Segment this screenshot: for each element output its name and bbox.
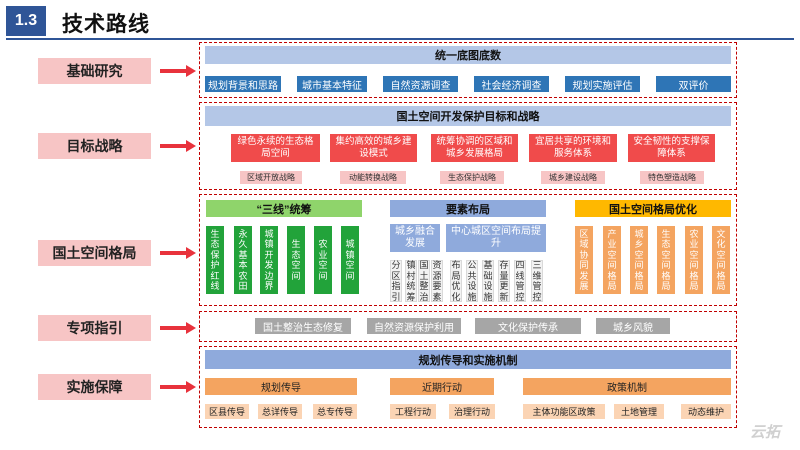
section-number: 1.3 [6, 6, 46, 36]
pattern-left-col: 永久基本农田 [234, 226, 252, 294]
pattern-left-col: 农业空间 [314, 226, 332, 294]
impl-group: 政策机制 [523, 378, 731, 395]
pattern-right-col: 文化空间格局 [712, 226, 730, 294]
pattern-mid-col: 公共设施 [466, 260, 478, 302]
basic-item: 自然资源调查 [383, 76, 458, 92]
goal-item: 统筹协调的区域和城乡发展格局 [431, 134, 518, 162]
impl-title: 规划传导和实施机制 [205, 350, 731, 369]
arrow-right-icon [160, 65, 196, 77]
pattern-mid-col: 基础设施 [482, 260, 494, 302]
pattern-mid-col: 四线管控 [514, 260, 526, 302]
arrow-right-icon [160, 381, 196, 393]
arrow-right-icon [160, 247, 196, 259]
page-title: 技术路线 [62, 13, 150, 36]
goal-tag: 动能转换战略 [340, 171, 406, 184]
goal-item: 集约高效的城乡建设模式 [330, 134, 417, 162]
pattern-mid-col: 国土整治 [418, 260, 430, 302]
special-item: 自然资源保护利用 [367, 318, 461, 334]
label-special-guidance: 专项指引 [38, 315, 151, 341]
impl-tag: 区县传导 [205, 404, 249, 419]
arrow-right-icon [160, 322, 196, 334]
pattern-right-col: 生态空间格局 [657, 226, 675, 294]
goal-tag: 城乡建设战略 [541, 171, 605, 184]
pattern-left-col: 生态保护红线 [206, 226, 224, 294]
impl-group: 规划传导 [205, 378, 357, 395]
label-basic-research: 基础研究 [38, 58, 151, 84]
goal-item: 宜居共享的环境和服务体系 [529, 134, 617, 162]
pattern-right-col: 农业空间格局 [685, 226, 703, 294]
impl-tag: 土地管理 [614, 404, 664, 419]
label-implementation: 实施保障 [38, 374, 151, 400]
arrow-right-icon [160, 140, 196, 152]
pattern-left-col: 城镇空间 [341, 226, 359, 294]
pattern-right-title: 国土空间格局优化 [575, 200, 731, 217]
impl-group: 近期行动 [390, 378, 494, 395]
goal-tag: 生态保护战略 [440, 171, 504, 184]
basic-title: 统一底图底数 [205, 46, 731, 64]
pattern-right-col: 区域协同发展 [575, 226, 593, 294]
pattern-mid-title: 要素布局 [390, 200, 546, 217]
basic-item: 规划实施评估 [565, 76, 640, 92]
pattern-mid-sub: 城乡融合发展 [390, 224, 440, 252]
pattern-mid-sub: 中心城区空间布局提升 [446, 224, 546, 252]
goal-tag: 区域开放战略 [240, 171, 302, 184]
impl-tag: 总专传导 [313, 404, 357, 419]
basic-item: 城市基本特征 [297, 76, 367, 92]
pattern-right-col: 产业空间格局 [603, 226, 621, 294]
pattern-mid-col: 存量更新 [498, 260, 510, 302]
pattern-left-col: 生态空间 [287, 226, 305, 294]
pattern-left-title: “三线”统筹 [206, 200, 362, 217]
basic-item: 规划背景和思路 [205, 76, 281, 92]
pattern-right-col: 城乡空间格局 [630, 226, 648, 294]
goal-item: 安全韧性的支撑保障体系 [628, 134, 715, 162]
pattern-mid-col: 资源要素 [431, 260, 443, 302]
basic-item: 双评价 [656, 76, 731, 92]
impl-tag: 动态维护 [681, 404, 731, 419]
header-divider [6, 38, 794, 40]
basic-item: 社会经济调查 [474, 76, 549, 92]
special-item: 国土整治生态修复 [255, 318, 351, 334]
pattern-mid-col: 分区指引 [390, 260, 402, 302]
label-spatial-pattern: 国土空间格局 [38, 240, 151, 266]
pattern-mid-col: 三维管控 [531, 260, 543, 302]
impl-tag: 总详传导 [258, 404, 302, 419]
impl-tag: 工程行动 [390, 404, 436, 419]
goal-item: 绿色永续的生态格局空间 [231, 134, 320, 162]
brand-logo: 云拓 [749, 423, 780, 441]
special-item: 文化保护传承 [475, 318, 581, 334]
pattern-mid-col: 布局优化 [450, 260, 462, 302]
pattern-left-col: 城镇开发边界 [260, 226, 278, 294]
goal-title: 国土空间开发保护目标和战略 [205, 106, 731, 126]
special-item: 城乡风貌 [596, 318, 670, 334]
label-goal-strategy: 目标战略 [38, 133, 151, 159]
goal-tag: 特色塑造战略 [640, 171, 704, 184]
impl-tag: 主体功能区政策 [523, 404, 605, 419]
impl-tag: 治理行动 [449, 404, 495, 419]
pattern-mid-col: 镇村统筹 [405, 260, 417, 302]
